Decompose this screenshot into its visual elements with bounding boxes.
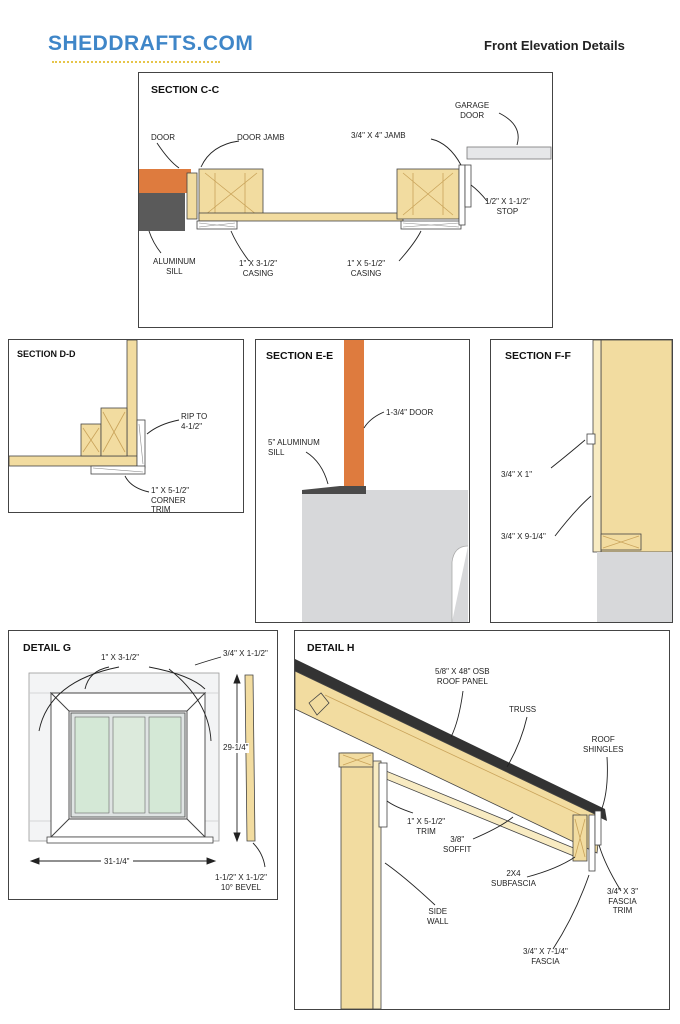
section-ff-panel: SECTION F-F 3/4" x 1" 3/4" x 9-1/4": [490, 339, 673, 623]
section-ee-title: SECTION E-E: [266, 350, 334, 362]
label-door: DOOR: [151, 133, 175, 142]
brand-logo: SHEDDRAFTS.COM: [48, 32, 254, 55]
label-1-3-4-door: 1-3/4" DOOR: [386, 408, 434, 417]
page-title: Front Elevation Details: [484, 38, 625, 53]
detail-h-panel: DETAIL H 5/8" x 48": [294, 630, 670, 1010]
brand-underline: [52, 55, 220, 63]
label-corner-trim: 1" x 5-1/2" CORNER TRIM: [151, 486, 190, 514]
detail-h-drawing: [294, 659, 622, 1010]
label-3-4-x-1: 3/4" x 1": [501, 470, 533, 479]
section-ff-title: SECTION F-F: [505, 350, 571, 362]
label-aluminum-sill-ee: 5" ALUMINUM SILL: [268, 438, 320, 457]
section-cc-panel: SECTION C-C: [138, 72, 553, 328]
label-door-jamb: DOOR JAMB: [237, 133, 285, 142]
label-stop: 1/2" x 1-1/2" STOP: [485, 197, 530, 216]
label-aluminum-sill: ALUMINUM SILL: [153, 257, 196, 276]
label-casing-2: 1" x 5-1/2" CASING: [347, 259, 386, 278]
section-ee-panel: SECTION E-E 1-3/4" DOOR 5" ALUMINUM SILL: [255, 339, 470, 623]
label-side-wall: SIDE WALL: [427, 907, 449, 926]
section-dd-panel: SECTION D-D RIP TO 4-1/2" 1" x 5-1/2" CO…: [8, 339, 244, 514]
label-height: 29-1/4": [223, 743, 249, 753]
label-width: 31-1/4": [101, 857, 133, 867]
label-garage-door: GARAGE DOOR: [455, 101, 490, 120]
door-slab: [344, 340, 364, 486]
label-bevel: 1-1/2" x 1-1/2" 10° BEVEL: [215, 873, 267, 892]
garage-door: [466, 146, 552, 160]
label-3-4-x-1-1-2: 3/4" x 1-1/2": [223, 649, 268, 658]
section-dd-title: SECTION D-D: [17, 349, 76, 359]
label-soffit: 3/8" SOFFIT: [443, 835, 472, 854]
detail-g-panel: DETAIL G: [8, 630, 278, 900]
detail-g-drawing: [28, 656, 266, 868]
label-jamb: 3/4" x 4" JAMB: [351, 131, 406, 140]
label-casing-1: 1" x 3-1/2" CASING: [239, 259, 278, 278]
label-fascia-trim: 3/4" x 3" FASCIA TRIM: [607, 887, 639, 915]
section-cc-drawing: [139, 112, 552, 262]
label-osb-roof-panel: 5/8" x 48" OSB ROOF PANEL: [435, 667, 490, 686]
section-dd-drawing: [8, 339, 180, 493]
detail-h-title: DETAIL H: [307, 642, 355, 654]
section-ee-drawing: [302, 340, 469, 622]
label-truss: TRUSS: [509, 705, 537, 714]
label-trim: 1" x 5-1/2" TRIM: [407, 817, 446, 836]
label-fascia: 3/4" x 7-1/4" FASCIA: [523, 947, 568, 966]
label-subfascia: 2x4 SUBFASCIA: [491, 869, 536, 888]
label-3-4-x-9-1-4: 3/4" x 9-1/4": [501, 532, 546, 541]
detail-g-title: DETAIL G: [23, 642, 72, 654]
door-block: [139, 169, 191, 193]
aluminum-sill: [139, 193, 185, 231]
section-cc-title: SECTION C-C: [151, 84, 220, 96]
label-1x3-1-2: 1" x 3-1/2": [101, 653, 140, 662]
label-roof-shingles: ROOF SHINGLES: [583, 735, 624, 754]
section-ff-drawing: [550, 339, 673, 622]
label-rip-to: RIP TO 4-1/2": [181, 412, 208, 431]
